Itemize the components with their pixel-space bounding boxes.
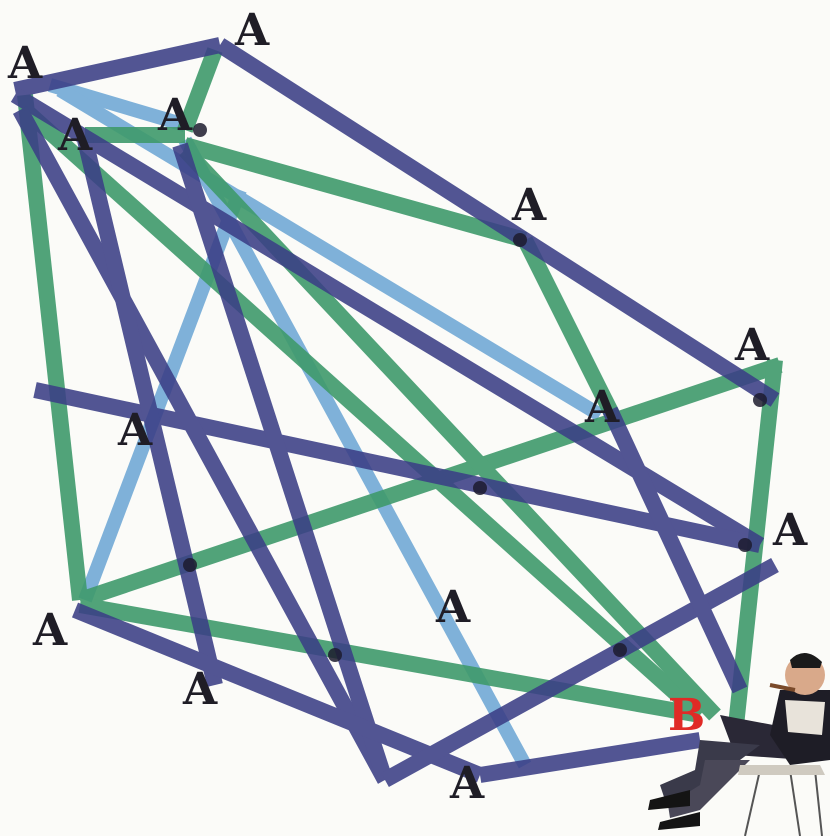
node-label-a: A bbox=[511, 180, 547, 231]
node-label-b: B bbox=[668, 690, 705, 741]
overlap-node bbox=[738, 538, 752, 552]
node-label-a: A bbox=[772, 505, 808, 556]
node-label-a: A bbox=[435, 582, 471, 633]
node-label-a: A bbox=[57, 110, 93, 161]
node-label-a: A bbox=[449, 758, 485, 809]
node-label-a: A bbox=[7, 38, 43, 89]
overlap-node bbox=[513, 233, 527, 247]
overlap-node bbox=[183, 558, 197, 572]
overlap-node bbox=[193, 123, 207, 137]
overlap-node bbox=[473, 481, 487, 495]
node-label-a: A bbox=[157, 90, 193, 141]
node-label-a: A bbox=[117, 405, 153, 456]
node-label-a: A bbox=[182, 664, 218, 715]
overlap-node bbox=[613, 643, 627, 657]
link bbox=[15, 45, 220, 90]
overlap-node bbox=[753, 393, 767, 407]
node-label-a: A bbox=[734, 320, 770, 371]
node-label-a: A bbox=[584, 382, 620, 433]
overlap-node bbox=[328, 648, 342, 662]
node-label-a: A bbox=[234, 5, 270, 56]
node-label-a: A bbox=[32, 605, 68, 656]
